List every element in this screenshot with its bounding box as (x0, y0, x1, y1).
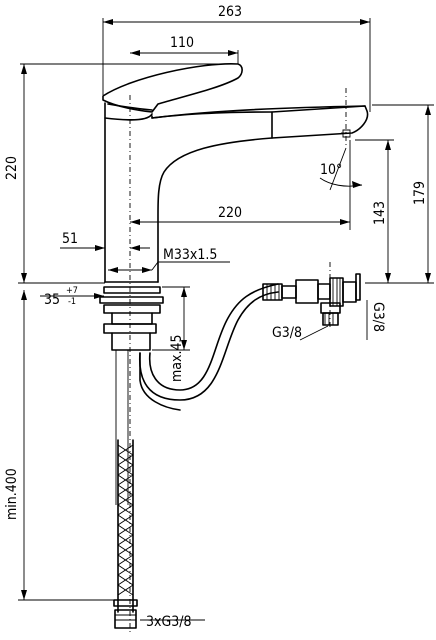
dim-connection-b: G3/8 (370, 302, 386, 332)
dim-max-thickness: max.45 (169, 335, 185, 382)
dim-total-height: 220 (4, 156, 20, 180)
faucet-body (99, 63, 369, 505)
dim-spout-height: 143 (372, 201, 388, 225)
dim-connection-a: G3/8 (272, 325, 302, 341)
dim-spout-angle: 10° (320, 162, 342, 178)
dim-thread: M33x1.5 (163, 247, 217, 263)
dim-handle-offset: 110 (170, 35, 194, 51)
dim-lever-height: 179 (412, 181, 428, 205)
dim-body-diameter: 51 (62, 231, 78, 247)
dimension-labels: 263 110 220 220 143 179 51 M33x1.5 35 +7… (4, 4, 428, 630)
dim-tolerance-plus: +7 (66, 286, 78, 296)
dim-hose-connections: 3xG3/8 (146, 614, 192, 630)
dimension-lines (18, 18, 434, 621)
dim-tolerance-minus: -1 (68, 297, 76, 307)
angle-valve (262, 273, 361, 326)
centerlines (129, 88, 347, 635)
dim-total-length: 263 (218, 4, 242, 20)
dim-spout-reach: 220 (218, 205, 242, 221)
dim-hose-length: min.400 (4, 468, 20, 520)
dim-mounting-hole: 35 (44, 292, 60, 308)
supply-hose (113, 283, 279, 629)
